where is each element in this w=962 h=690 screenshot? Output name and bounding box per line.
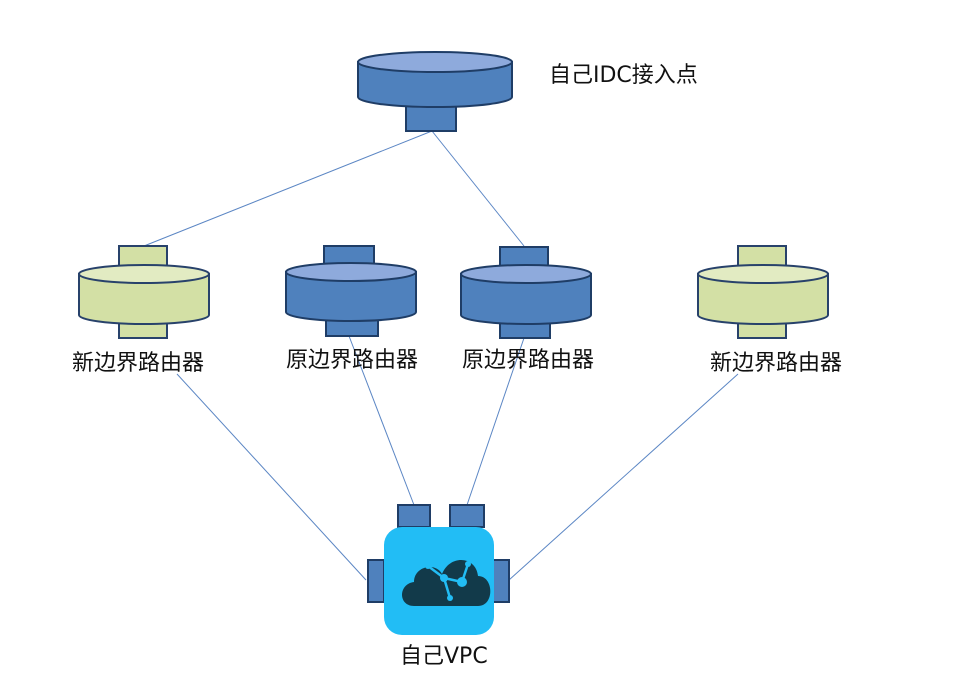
router-new-2-icon xyxy=(697,245,829,339)
router-orig-2-label: 原边界路由器 xyxy=(462,348,595,373)
router-new-1-label: 新边界路由器 xyxy=(72,351,205,376)
cloud-network-nodes xyxy=(425,561,471,601)
idc-router-top xyxy=(357,51,513,73)
router-orig-1-icon xyxy=(285,245,417,337)
connector-idc-router-orig-2 xyxy=(431,130,525,247)
router-orig-1-body xyxy=(285,271,417,322)
connector-router-new-1-vpc xyxy=(176,373,367,581)
router-orig-2-top xyxy=(460,264,592,284)
connector-idc-router-new-1 xyxy=(143,130,433,247)
vpc-right-port xyxy=(492,559,510,603)
connector-router-new-2-vpc xyxy=(508,373,739,581)
router-new-2-top xyxy=(697,264,829,284)
router-new-1-body xyxy=(78,273,210,325)
idc-router-icon xyxy=(357,51,513,132)
vpc-icon xyxy=(367,504,510,635)
router-new-1-top xyxy=(78,264,210,284)
router-new-1-icon xyxy=(78,245,210,339)
router-orig-2-body xyxy=(460,273,592,325)
router-new-2-body xyxy=(697,273,829,325)
vpc-top-port-left xyxy=(397,504,431,528)
router-new-2-label: 新边界路由器 xyxy=(710,351,843,376)
router-orig-1-label: 原边界路由器 xyxy=(286,348,419,373)
connector-router-orig-1-vpc xyxy=(348,335,415,506)
connector-lines xyxy=(143,130,739,581)
vpc-left-port xyxy=(367,559,385,603)
vpc-top-port-right xyxy=(449,504,485,528)
router-orig-1-top xyxy=(285,262,417,282)
idc-label: 自己IDC接入点 xyxy=(549,63,698,88)
connector-router-orig-2-vpc xyxy=(466,337,525,506)
vpc-label: 自己VPC xyxy=(400,644,488,669)
idc-router-body xyxy=(357,61,513,108)
router-orig-2-icon xyxy=(460,246,592,339)
cloud-network-icon xyxy=(402,559,491,606)
